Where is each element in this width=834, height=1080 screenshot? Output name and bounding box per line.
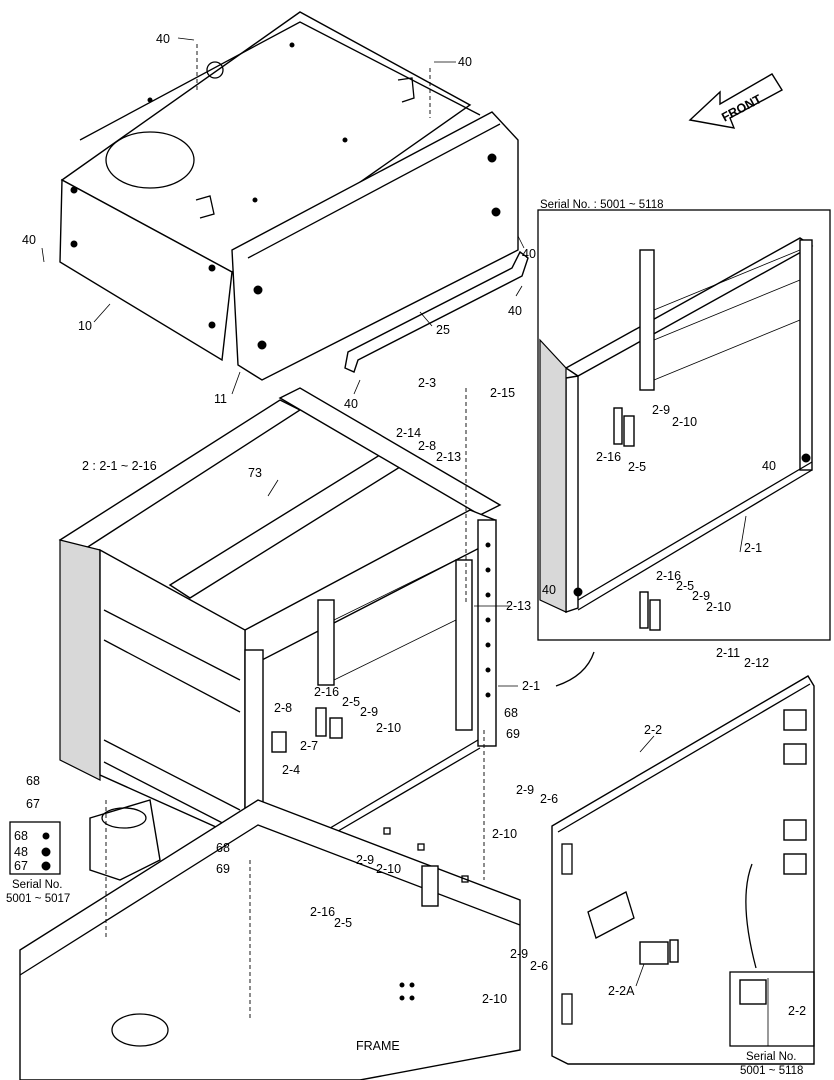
inset-left-part-1: 68 bbox=[14, 829, 28, 843]
callout-11: 11 bbox=[214, 392, 227, 406]
callout-40-c: 40 bbox=[22, 233, 36, 247]
callout-labels: 40 40 40 40 40 40 10 11 25 2-3 2-15 2-14… bbox=[22, 32, 776, 1053]
callout-25: 25 bbox=[436, 323, 450, 337]
callout-2-5-a: 2-5 bbox=[342, 695, 360, 709]
callout-2-10-b: 2-10 bbox=[376, 862, 401, 876]
callout-2-9-d: 2-9 bbox=[510, 947, 528, 961]
callout-2-1-a: 2-1 bbox=[522, 679, 540, 693]
callout-10: 10 bbox=[78, 319, 92, 333]
callout-2-16-b: 2-16 bbox=[310, 905, 335, 919]
inset-callout-40-a: 40 bbox=[762, 459, 776, 473]
door-panel bbox=[551, 675, 815, 1065]
callout-40-d: 40 bbox=[522, 247, 536, 261]
handle-bar bbox=[344, 250, 529, 373]
inset-door bbox=[729, 971, 815, 1047]
callout-68-c: 68 bbox=[216, 841, 230, 855]
callout-2-6-b: 2-6 bbox=[530, 959, 548, 973]
inset-callout-2-16-a: 2-16 bbox=[596, 450, 621, 464]
callout-2-6-a: 2-6 bbox=[540, 792, 558, 806]
inset-left-part-2: 48 bbox=[14, 845, 28, 859]
group-note: 2 : 2-1 ~ 2-16 bbox=[82, 459, 157, 473]
inset-top-right bbox=[537, 209, 831, 641]
inset-door-part: 2-2 bbox=[788, 1004, 806, 1018]
callout-2-11: 2-11 bbox=[716, 646, 740, 660]
cover-assembly bbox=[59, 11, 481, 362]
inset-callout-2-10-a: 2-10 bbox=[672, 415, 697, 429]
callout-2-9-c: 2-9 bbox=[516, 783, 534, 797]
inset-callout-2-5-a: 2-5 bbox=[628, 460, 646, 474]
callout-2-10-d: 2-10 bbox=[482, 992, 507, 1006]
callout-2-13-a: 2-13 bbox=[436, 450, 461, 464]
leader-lines bbox=[41, 37, 757, 1020]
callout-69-a: 69 bbox=[506, 727, 520, 741]
callout-2-5-b: 2-5 bbox=[334, 916, 352, 930]
callout-2-9-a: 2-9 bbox=[360, 705, 378, 719]
inset-door-serial-2: 5001 ~ 5118 bbox=[740, 1065, 803, 1077]
inset-callout-2-16-b: 2-16 bbox=[656, 569, 681, 583]
inset-left-serial-1: Serial No. bbox=[12, 879, 63, 891]
callout-67: 67 bbox=[26, 797, 40, 811]
callout-2-3: 2-3 bbox=[418, 376, 436, 390]
callout-2-8-b: 2-8 bbox=[274, 701, 292, 715]
inset-door-serial-1: Serial No. bbox=[746, 1051, 797, 1063]
callout-73: 73 bbox=[248, 466, 262, 480]
callout-2-10-c: 2-10 bbox=[492, 827, 517, 841]
inset-callout-2-10-b: 2-10 bbox=[706, 600, 731, 614]
frame-label: FRAME bbox=[356, 1039, 400, 1053]
inset-top-title: Serial No. : 5001 ~ 5118 bbox=[540, 199, 664, 211]
inset-left bbox=[9, 821, 61, 875]
callout-2-13-b: 2-13 bbox=[506, 599, 531, 613]
callout-2-2A: 2-2A bbox=[608, 984, 635, 998]
front-arrow bbox=[688, 73, 783, 129]
callout-40-e: 40 bbox=[508, 304, 522, 318]
inset-callout-2-9-b: 2-9 bbox=[692, 589, 710, 603]
callout-2-9-b: 2-9 bbox=[356, 853, 374, 867]
inset-callout-40-b: 40 bbox=[542, 583, 556, 597]
callout-2-15: 2-15 bbox=[490, 386, 515, 400]
inset-left-serial-2: 5001 ~ 5017 bbox=[6, 893, 70, 905]
callout-68-a: 68 bbox=[504, 706, 518, 720]
callout-69-b: 69 bbox=[216, 862, 230, 876]
callout-68-b: 68 bbox=[26, 774, 40, 788]
callout-2-16-a: 2-16 bbox=[314, 685, 339, 699]
base-frame bbox=[19, 799, 521, 1080]
callout-2-4: 2-4 bbox=[282, 763, 300, 777]
main-frame bbox=[58, 387, 502, 893]
callout-2-10-a: 2-10 bbox=[376, 721, 401, 735]
inset-left-part-3: 67 bbox=[14, 859, 28, 873]
callout-2-14: 2-14 bbox=[396, 426, 421, 440]
inset-callout-2-9-a: 2-9 bbox=[652, 403, 670, 417]
inset-callout-2-5-b: 2-5 bbox=[676, 579, 694, 593]
callout-40-a: 40 bbox=[156, 32, 170, 46]
callout-2-12: 2-12 bbox=[744, 656, 769, 670]
callout-2-7: 2-7 bbox=[300, 739, 318, 753]
callout-2-8-a: 2-8 bbox=[418, 439, 436, 453]
front-panel bbox=[231, 111, 519, 381]
callout-40-f: 40 bbox=[344, 397, 358, 411]
inset-callout-2-1: 2-1 bbox=[744, 541, 762, 555]
callout-40-b: 40 bbox=[458, 55, 472, 69]
callout-2-2: 2-2 bbox=[644, 723, 662, 737]
